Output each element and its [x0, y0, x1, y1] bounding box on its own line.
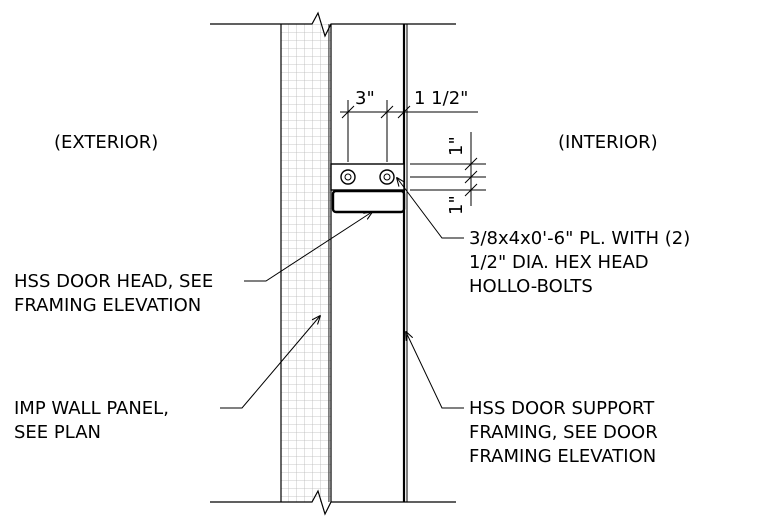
svg-text:SEE PLAN: SEE PLAN: [14, 422, 101, 443]
exterior-label: (EXTERIOR): [54, 132, 158, 153]
dim-1in-top-label: 1": [446, 136, 467, 156]
note-wall-panel: IMP WALL PANEL, SEE PLAN: [14, 398, 169, 443]
steel-plate: [330, 163, 405, 191]
svg-text:3/8x4x0'-6" PL. WITH (2): 3/8x4x0'-6" PL. WITH (2): [469, 228, 690, 249]
leader-lines: [220, 178, 464, 409]
dim-1-5in-label: 1 1/2": [414, 88, 468, 109]
svg-text:HSS DOOR HEAD, SEE: HSS DOOR HEAD, SEE: [14, 271, 213, 292]
svg-text:FRAMING, SEE DOOR: FRAMING, SEE DOOR: [469, 422, 658, 443]
svg-text:1/2" DIA. HEX HEAD: 1/2" DIA. HEX HEAD: [469, 252, 649, 273]
imp-wall-panel: [280, 24, 332, 502]
note-door-support: HSS DOOR SUPPORT FRAMING, SEE DOOR FRAMI…: [469, 398, 658, 467]
bottom-break-line: [210, 489, 456, 516]
hss-door-head: [331, 189, 406, 214]
svg-text:IMP WALL PANEL,: IMP WALL PANEL,: [14, 398, 169, 419]
interior-label: (INTERIOR): [558, 132, 658, 153]
vertical-dimensions: [410, 132, 486, 206]
dim-3in-label: 3": [355, 88, 375, 109]
note-door-head: HSS DOOR HEAD, SEE FRAMING ELEVATION: [14, 271, 213, 316]
svg-text:HOLLO-BOLTS: HOLLO-BOLTS: [469, 276, 593, 297]
horizontal-dimensions: [340, 100, 478, 162]
bolt-left-icon: [340, 169, 356, 185]
svg-text:FRAMING ELEVATION: FRAMING ELEVATION: [469, 446, 656, 467]
hss-door-support-framing: [402, 24, 408, 502]
svg-text:HSS DOOR SUPPORT: HSS DOOR SUPPORT: [469, 398, 655, 419]
dim-1in-bottom-label: 1": [446, 195, 467, 215]
top-break-line: [210, 11, 456, 38]
bolt-right-icon: [379, 169, 395, 185]
note-plate: 3/8x4x0'-6" PL. WITH (2) 1/2" DIA. HEX H…: [469, 228, 690, 297]
svg-text:FRAMING ELEVATION: FRAMING ELEVATION: [14, 295, 201, 316]
